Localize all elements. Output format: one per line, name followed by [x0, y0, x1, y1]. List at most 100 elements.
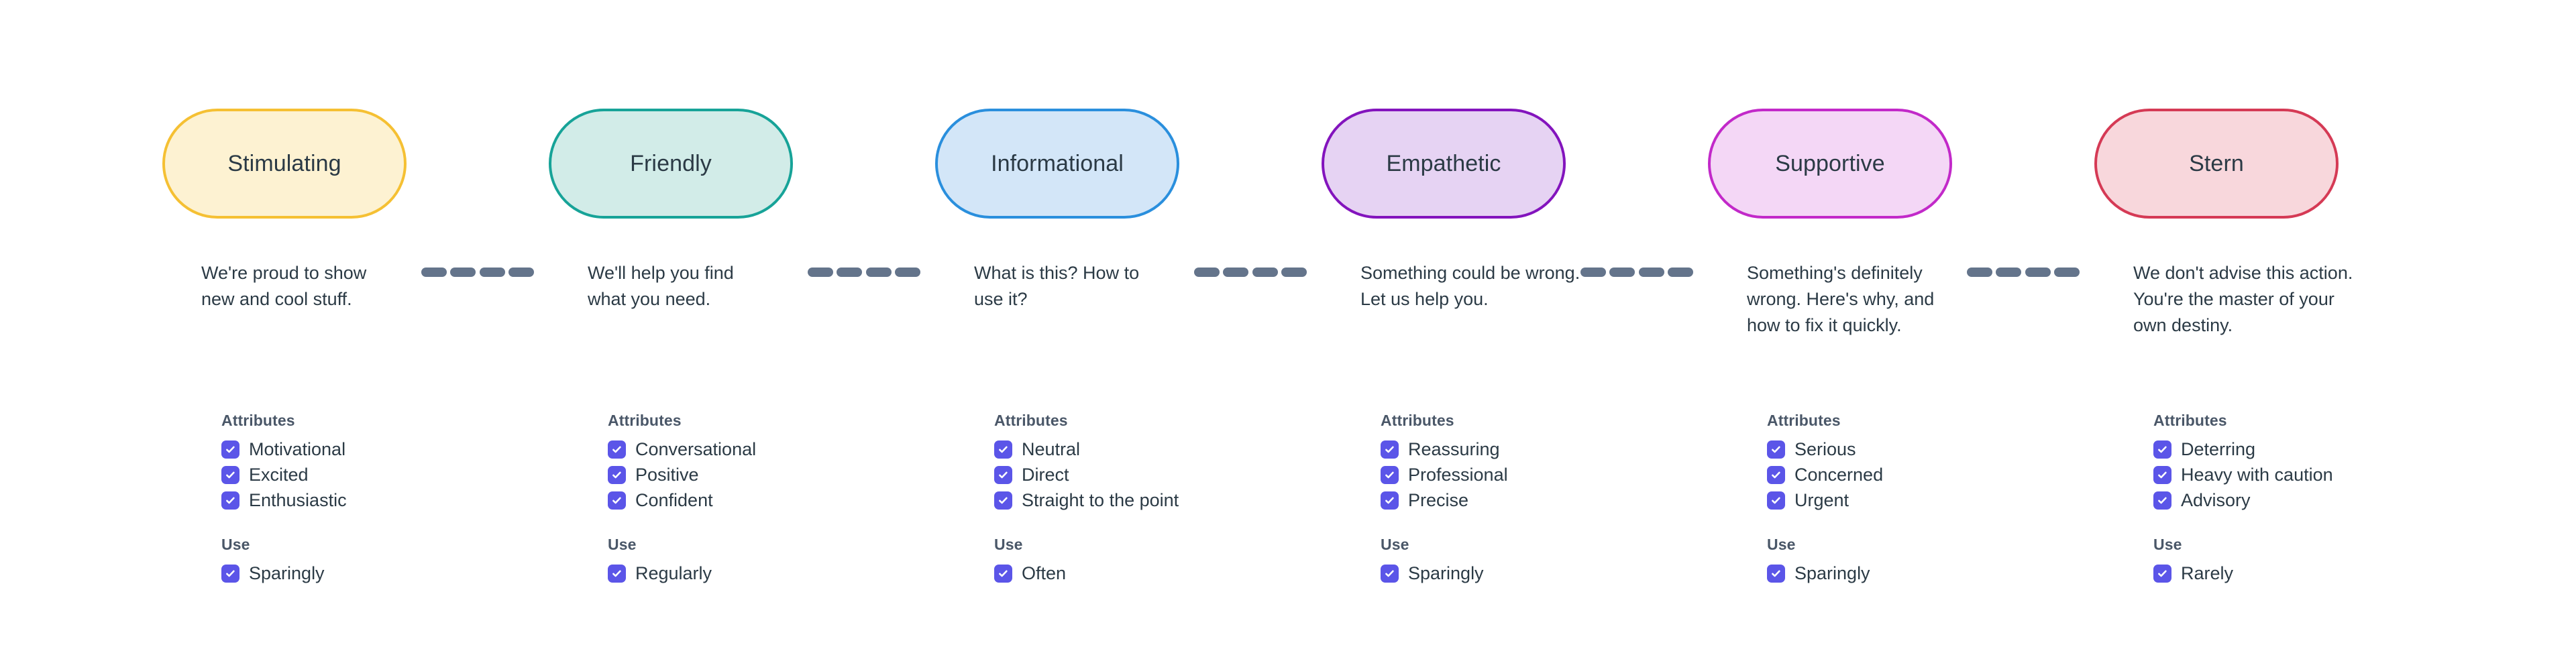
checkmark-icon[interactable]	[608, 440, 626, 459]
checkbox-label: Excited	[249, 464, 309, 485]
dash-segment	[450, 268, 476, 277]
checkmark-icon[interactable]	[2153, 465, 2171, 484]
checkbox-item[interactable]: Regularly	[608, 560, 936, 586]
checkmark-icon[interactable]	[608, 564, 626, 583]
dash-segment	[1967, 268, 1992, 277]
tone-pill-stern[interactable]: Stern	[2094, 109, 2339, 219]
checkmark-icon[interactable]	[994, 440, 1012, 459]
checkmark-icon[interactable]	[221, 491, 239, 510]
tone-pill-friendly[interactable]: Friendly	[549, 109, 793, 219]
tone-pill-supportive[interactable]: Supportive	[1708, 109, 1952, 219]
checkbox-item[interactable]: Straight to the point	[994, 487, 1323, 513]
tone-description: Something's definitely wrong. Here's why…	[1747, 263, 1935, 335]
checkmark-icon[interactable]	[1381, 465, 1399, 484]
dashed-line-icon	[1967, 267, 2080, 278]
dash-segment	[2025, 268, 2051, 277]
checkbox-item[interactable]: Precise	[1381, 487, 1709, 513]
checkbox-label: Neutral	[1022, 438, 1081, 459]
checkbox-item[interactable]: Direct	[994, 462, 1323, 487]
checkmark-icon[interactable]	[221, 440, 239, 459]
tone-pill-empathetic[interactable]: Empathetic	[1322, 109, 1566, 219]
checkmark-icon[interactable]	[994, 491, 1012, 510]
checkmark-icon[interactable]	[608, 491, 626, 510]
checkbox-item[interactable]: Urgent	[1767, 487, 2096, 513]
checkmark-icon[interactable]	[221, 564, 239, 583]
checkmark-icon[interactable]	[2153, 491, 2171, 510]
dash-segment	[1996, 268, 2022, 277]
checkbox-label: Sparingly	[1794, 563, 1870, 583]
checkmark-icon[interactable]	[1767, 440, 1785, 459]
use-group-title: Use	[2153, 536, 2182, 553]
checkmark-icon[interactable]	[1767, 564, 1785, 583]
checkbox-item[interactable]: Reassuring	[1381, 436, 1709, 462]
checkbox-item[interactable]: Serious	[1767, 436, 2096, 462]
checkbox-item[interactable]: Confident	[608, 487, 936, 513]
checkbox-item[interactable]: Deterring	[2153, 436, 2482, 462]
checkbox-item[interactable]: Concerned	[1767, 462, 2096, 487]
checkmark-icon[interactable]	[1767, 465, 1785, 484]
checkbox-item[interactable]: Enthusiastic	[221, 487, 550, 513]
attributes-group-title: Attributes	[1381, 412, 1454, 429]
checkbox-item[interactable]: Neutral	[994, 436, 1323, 462]
checkbox-label: Enthusiastic	[249, 489, 347, 510]
checkbox-label: Deterring	[2181, 438, 2256, 459]
dash-segment	[1281, 268, 1307, 277]
checkbox-item[interactable]: Excited	[221, 462, 550, 487]
checkmark-icon[interactable]	[608, 465, 626, 484]
checkmark-icon[interactable]	[1381, 491, 1399, 510]
checkbox-item[interactable]: Rarely	[2153, 560, 2482, 586]
checkbox-item[interactable]: Positive	[608, 462, 936, 487]
dashed-line-icon	[1194, 267, 1307, 278]
checkmark-icon[interactable]	[994, 465, 1012, 484]
checkmark-icon[interactable]	[2153, 564, 2171, 583]
dashed-line-icon	[1580, 267, 1693, 278]
checkmark-icon[interactable]	[1381, 564, 1399, 583]
checkmark-icon[interactable]	[2153, 440, 2171, 459]
tone-pill-informational[interactable]: Informational	[935, 109, 1179, 219]
checkbox-item[interactable]: Sparingly	[1767, 560, 2096, 586]
checkbox-item[interactable]: Heavy with caution	[2153, 462, 2482, 487]
attributes-group-title: Attributes	[994, 412, 1068, 429]
tone-description: We don't advise this action. You're the …	[2133, 263, 2353, 335]
use-group-title: Use	[1767, 536, 1796, 553]
checkmark-icon[interactable]	[221, 465, 239, 484]
checkmark-icon[interactable]	[1767, 491, 1785, 510]
dash-segment	[1580, 268, 1606, 277]
tone-description: What is this? How to use it?	[974, 263, 1140, 309]
checkmark-icon[interactable]	[994, 564, 1012, 583]
checkbox-item[interactable]: Motivational	[221, 436, 550, 462]
checkbox-item[interactable]: Sparingly	[221, 560, 550, 586]
dash-segment	[1252, 268, 1278, 277]
checkbox-label: Reassuring	[1408, 438, 1500, 459]
tone-detail-column-stimulating: We're proud to show new and cool stuff.A…	[201, 260, 550, 586]
checkbox-item[interactable]: Advisory	[2153, 487, 2482, 513]
checkbox-item[interactable]: Conversational	[608, 436, 936, 462]
tone-pill-label: Stimulating	[227, 151, 341, 176]
checkmark-icon[interactable]	[1381, 440, 1399, 459]
tone-pill-label: Supportive	[1775, 151, 1885, 176]
dash-segment	[808, 268, 833, 277]
dash-segment	[1223, 268, 1249, 277]
tone-pill-label: Informational	[991, 151, 1124, 176]
checkbox-item[interactable]: Sparingly	[1381, 560, 1709, 586]
checkbox-label: Often	[1022, 563, 1067, 583]
checkbox-label: Sparingly	[249, 563, 325, 583]
checkbox-label: Urgent	[1794, 489, 1849, 510]
checkbox-item[interactable]: Often	[994, 560, 1323, 586]
tone-pill-row: Stimulating Friendly Informational Empathet…	[0, 109, 2576, 277]
tone-pill-stimulating[interactable]: Stimulating	[162, 109, 407, 219]
use-group-title: Use	[1381, 536, 1409, 553]
checkbox-item[interactable]: Professional	[1381, 462, 1709, 487]
